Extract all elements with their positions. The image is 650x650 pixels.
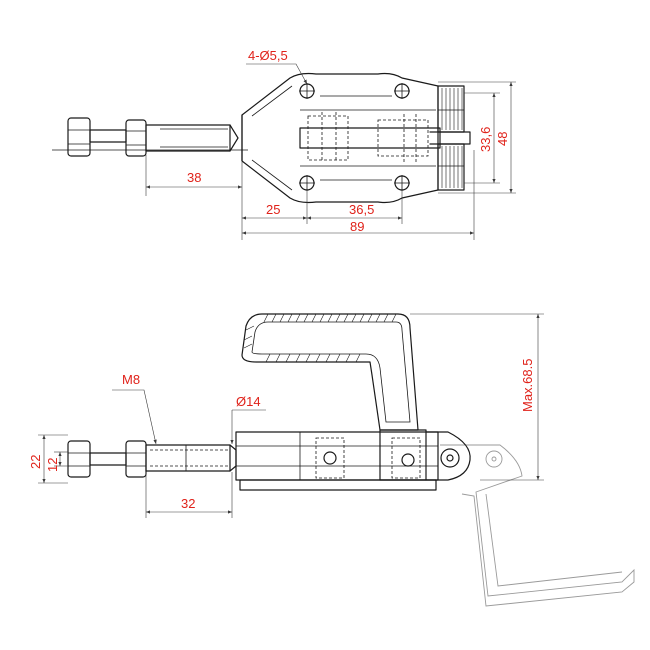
side-ghost-handle <box>440 444 635 607</box>
top-handle-grips <box>429 85 471 191</box>
side-handle <box>241 313 419 431</box>
thread-callout-label: M8 <box>122 372 140 387</box>
diameter-callout-label: Ø14 <box>236 394 261 409</box>
top-dimension-lines <box>145 63 516 240</box>
side-plunger <box>67 440 237 478</box>
top-view: 4-Ø5,5 38 25 36,5 89 33,6 48 <box>52 48 516 240</box>
dim-25-label: 25 <box>266 202 280 217</box>
side-dimension-lines <box>38 313 544 518</box>
side-view: M8 Ø14 32 22 12 Max.68.5 <box>28 313 635 607</box>
dim-33-6-label: 33,6 <box>478 127 493 152</box>
top-mounting-holes <box>299 83 410 191</box>
dim-38-label: 38 <box>187 170 201 185</box>
top-plunger <box>52 117 248 157</box>
side-body <box>235 429 471 491</box>
dim-89-label: 89 <box>350 219 364 234</box>
dim-36-5-label: 36,5 <box>349 202 374 217</box>
dim-22-label: 22 <box>28 455 43 469</box>
dim-max-label: Max.68.5 <box>520 359 535 412</box>
top-hidden-linkage <box>299 112 441 162</box>
dim-48-label: 48 <box>495 132 510 146</box>
dim-12-label: 12 <box>45 458 60 472</box>
hole-callout-label: 4-Ø5,5 <box>248 48 288 63</box>
dim-32-label: 32 <box>181 496 195 511</box>
